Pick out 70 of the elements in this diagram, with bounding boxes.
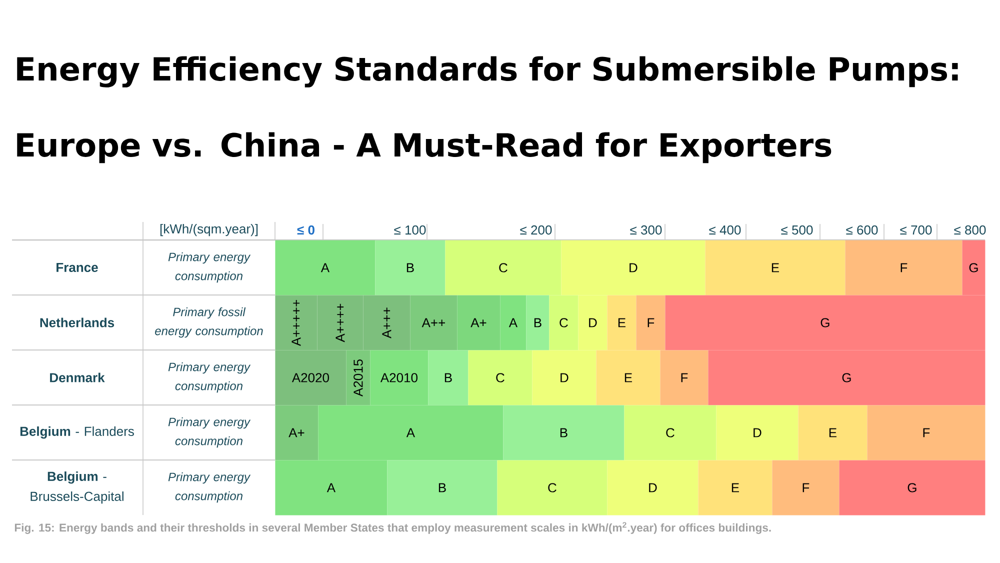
threshold-label: ≤ 500 [781, 225, 813, 235]
energy-band: E [705, 240, 846, 296]
energy-band: G [962, 240, 986, 296]
energy-band: C [549, 295, 578, 350]
threshold-label: ≤ 400 [709, 225, 741, 235]
energy-band: A [500, 295, 526, 350]
node-label: A++++ [336, 304, 345, 342]
energy-band: C [445, 240, 562, 296]
node-label: G [820, 318, 830, 328]
energy-band: F [660, 350, 708, 406]
energy-band: B [375, 240, 446, 296]
threshold-label: ≤ 600 [846, 225, 878, 235]
energy-band: B [503, 405, 624, 460]
energy-band: A2010 [370, 350, 428, 406]
energy-band: A+ [275, 405, 318, 460]
energy-band: C [468, 350, 532, 406]
node-label: A [326, 483, 336, 492]
energy-band: A2020 [275, 350, 346, 406]
node-label: G [842, 373, 851, 382]
energy-band: E [607, 295, 636, 350]
energy-band: F [772, 460, 840, 516]
energy-band: G [708, 350, 986, 406]
energy-band: F [636, 295, 666, 350]
energy-band: B [387, 460, 498, 516]
indicator-label: Primary energy consumption [168, 362, 251, 393]
node-label: A2010 [380, 373, 418, 382]
node-label: G [969, 263, 978, 272]
threshold-label: ≤ 800 [954, 225, 986, 235]
energy-band: D [532, 350, 596, 406]
energy-band: G [839, 460, 986, 516]
unit-header: [kWh/(sqm.year)] [160, 224, 258, 236]
caption: Fig. 15: Energy bands and their thresholds in several Member States that employ measurement scales in kWh/(m$^{2}$.year) for offices buildings. [14, 522, 771, 534]
country-name: Netherlands [40, 318, 114, 328]
energy-band: A++++ [317, 295, 364, 350]
node-label: A+++ [382, 308, 392, 338]
energy-band: A+++++ [275, 295, 318, 350]
indicator-label: Primary energy consumption [168, 472, 251, 503]
energy-band: A [275, 460, 388, 516]
energy-band: G [665, 295, 986, 350]
country-name: France [56, 262, 98, 272]
energy-band: A [275, 240, 376, 296]
threshold-label: ≤ 700 [900, 225, 932, 235]
energy-band: A2015 [346, 350, 370, 406]
energy-band: A++ [410, 295, 458, 350]
energy-band: B [526, 295, 550, 350]
energy-band: B [428, 350, 468, 406]
energy-band: F [867, 405, 986, 460]
indicator-label: Primary fossil energy consumption [155, 307, 263, 338]
threshold-label: ≤ 100 [394, 225, 426, 235]
energy-band: C [497, 460, 608, 516]
country-name: Belgium - Flanders [20, 426, 134, 439]
node-label: A2020 [292, 373, 329, 382]
energy-band: D [607, 460, 698, 516]
node-label: A+++++ [292, 300, 301, 346]
indicator-label: Primary energy consumption [168, 417, 251, 448]
energy-band: E [698, 460, 772, 516]
country-name: Belgium - Brussels-Capital [30, 471, 124, 504]
energy-band: A+++ [363, 295, 410, 350]
energy-band: D [578, 295, 608, 350]
energy-band: C [624, 405, 716, 460]
energy-band: A+ [457, 295, 500, 350]
node-label: D [589, 318, 597, 328]
threshold-label: ≤ 200 [520, 225, 552, 235]
energy-band: F [845, 240, 962, 296]
country-name: Denmark [50, 372, 105, 382]
node-label: E [618, 318, 626, 328]
indicator-label: Primary energy consumption [168, 252, 251, 283]
energy-band: E [798, 405, 868, 460]
title: Energy Efficiency Standards for Submersible Pumps: Europe vs. China - A Must-Read for Exporters [17, 56, 958, 164]
energy-band: D [716, 405, 798, 460]
